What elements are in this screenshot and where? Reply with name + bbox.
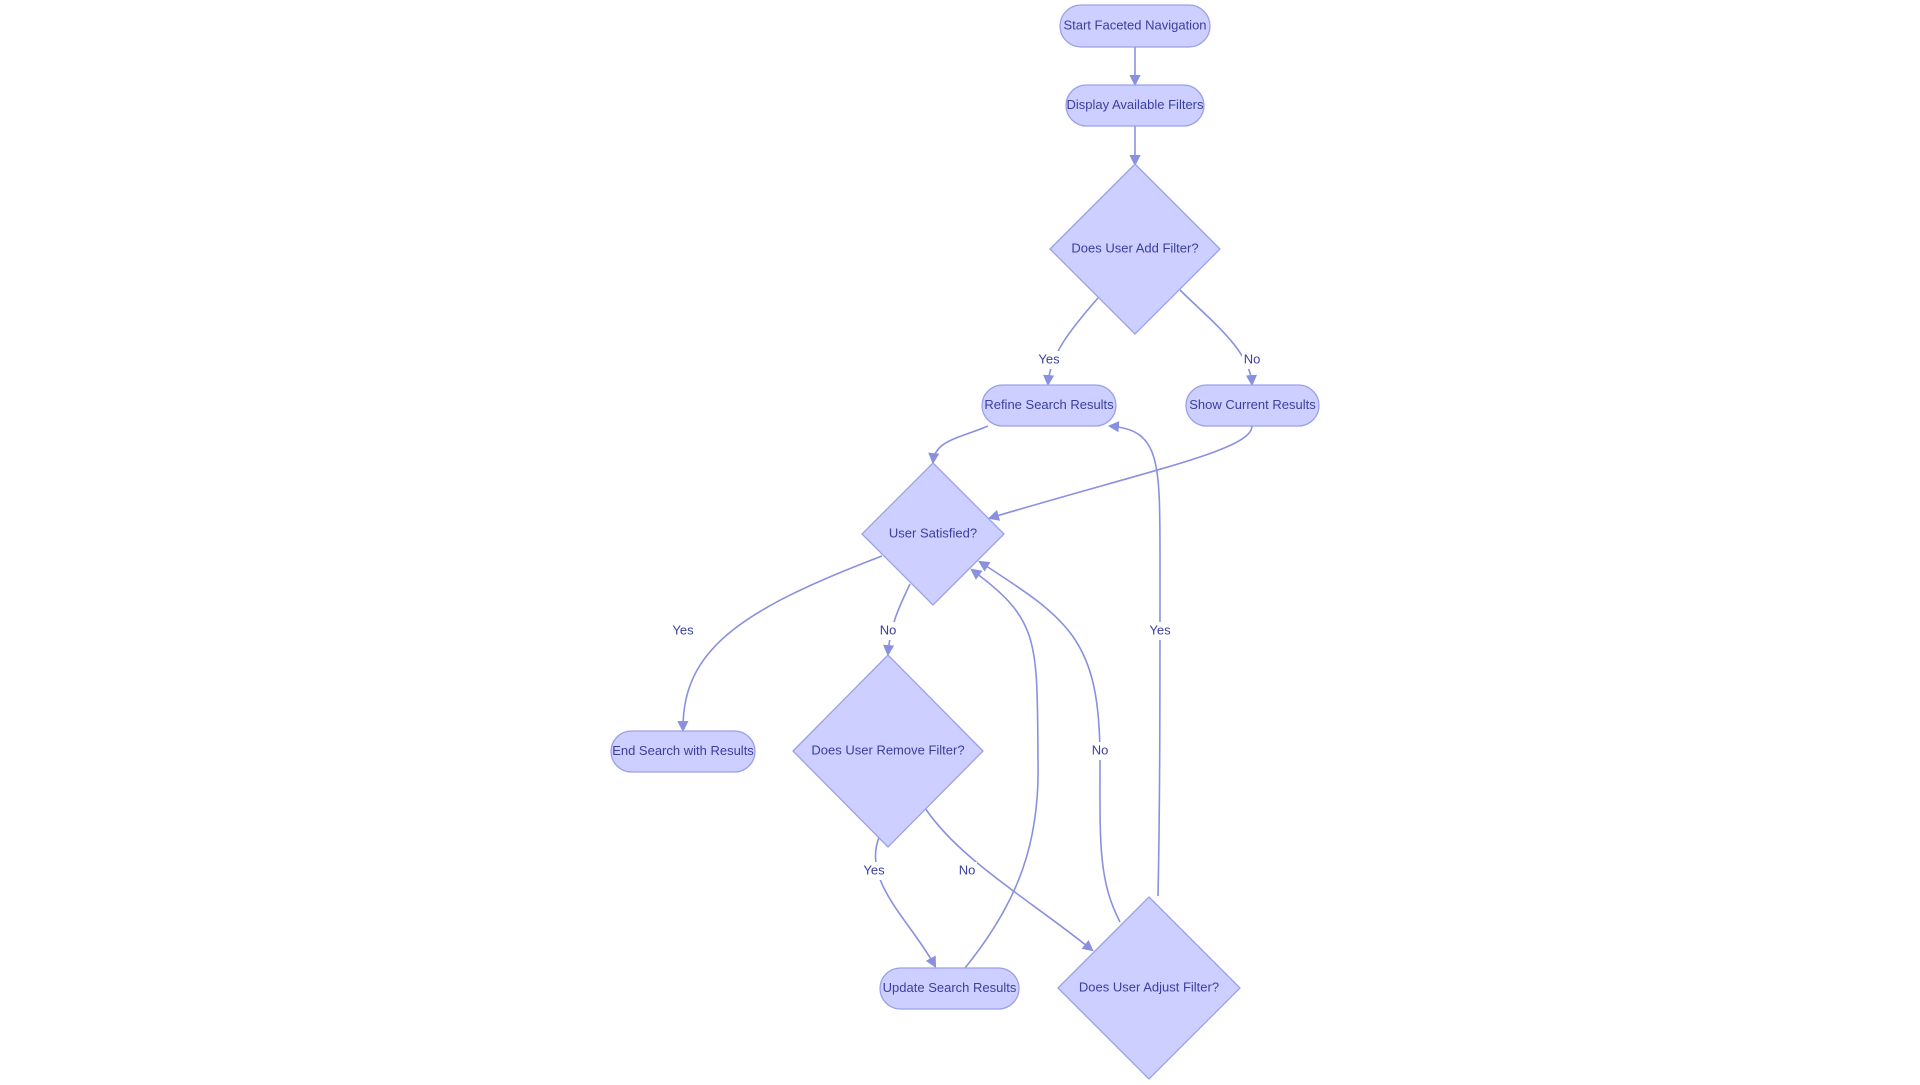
svg-text:Does User Adjust Filter?: Does User Adjust Filter? [1079, 979, 1219, 994]
svg-text:User Satisfied?: User Satisfied? [889, 525, 977, 540]
edge-label-add-yes: Yes [1037, 351, 1061, 369]
svg-text:End Search with Results: End Search with Results [612, 743, 754, 758]
svg-text:No: No [959, 862, 976, 877]
svg-text:Update Search Results: Update Search Results [883, 980, 1017, 995]
edge-labels: Yes No Yes No Yes No No Yes [671, 351, 1262, 880]
edge-label-remove-no: No [957, 862, 977, 880]
decision-does-user-adjust-filter[interactable]: Does User Adjust Filter? [1057, 896, 1241, 1080]
node-display-available-filters[interactable]: Display Available Filters [1065, 84, 1205, 127]
edge-label-adjust-no: No [1090, 742, 1110, 760]
node-refine-search-results[interactable]: Refine Search Results [981, 384, 1117, 427]
svg-text:No: No [1244, 351, 1261, 366]
edge-adjust-filter-yes-to-refine [1107, 421, 1161, 897]
node-show-current-results[interactable]: Show Current Results [1185, 384, 1320, 427]
edge-update-to-satisfied [964, 568, 1039, 969]
edge-satisfied-yes-to-end [677, 555, 883, 733]
node-end-search-with-results[interactable]: End Search with Results [610, 730, 756, 773]
svg-text:No: No [1092, 742, 1109, 757]
edge-label-satisfied-no: No [878, 622, 898, 640]
svg-text:Yes: Yes [1038, 351, 1060, 366]
edge-add-filter-yes-to-refine [1043, 297, 1099, 387]
decision-does-user-remove-filter[interactable]: Does User Remove Filter? [792, 654, 984, 848]
nodes: Start Faceted Navigation Display Availab… [610, 4, 1320, 1080]
node-update-search-results[interactable]: Update Search Results [879, 967, 1020, 1010]
edge-label-satisfied-yes: Yes [671, 622, 695, 640]
edge-remove-filter-no-to-adjust-filter [924, 807, 1094, 952]
edge-label-add-no: No [1242, 351, 1262, 369]
node-start-faceted-navigation[interactable]: Start Faceted Navigation [1059, 4, 1211, 48]
edge-add-filter-no-to-show-current [1179, 289, 1258, 387]
edges [677, 47, 1258, 969]
edge-refine-to-satisfied [928, 425, 989, 465]
svg-text:Yes: Yes [672, 622, 694, 637]
svg-text:Does User Remove Filter?: Does User Remove Filter? [811, 742, 964, 757]
decision-user-satisfied[interactable]: User Satisfied? [861, 462, 1005, 606]
svg-text:Does User Add Filter?: Does User Add Filter? [1071, 240, 1198, 255]
edge-label-adjust-yes: Yes [1148, 622, 1172, 640]
svg-text:Yes: Yes [863, 862, 885, 877]
svg-text:Display Available Filters: Display Available Filters [1066, 97, 1204, 112]
svg-text:Yes: Yes [1149, 622, 1171, 637]
svg-text:Refine Search Results: Refine Search Results [984, 397, 1114, 412]
svg-text:No: No [880, 622, 897, 637]
edge-remove-filter-yes-to-update [874, 834, 937, 968]
svg-text:Show Current Results: Show Current Results [1189, 397, 1316, 412]
edge-label-remove-yes: Yes [862, 862, 886, 880]
edge-satisfied-no-to-remove-filter [883, 583, 911, 657]
svg-text:Start Faceted Navigation: Start Faceted Navigation [1063, 17, 1206, 32]
decision-does-user-add-filter[interactable]: Does User Add Filter? [1049, 163, 1221, 335]
edge-show-current-to-satisfied [987, 425, 1253, 521]
edge-adjust-filter-no-to-satisfied [978, 560, 1121, 923]
